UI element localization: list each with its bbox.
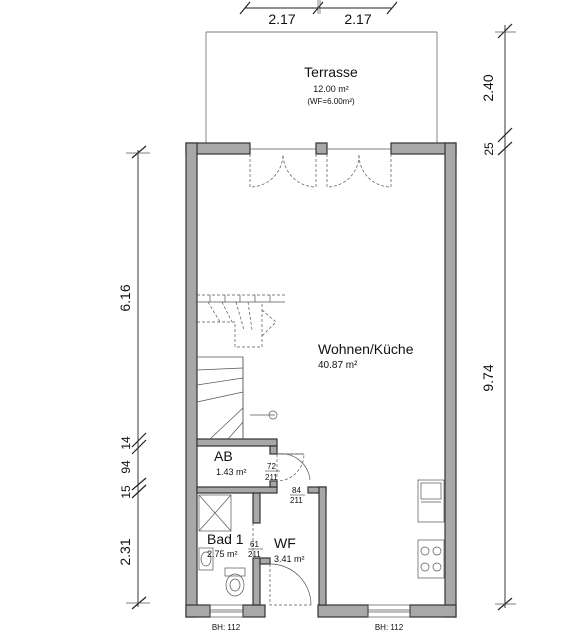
shower	[198, 494, 232, 532]
wf-door-width: 84	[292, 486, 301, 495]
terrace-area: 12.00 m²	[313, 84, 349, 94]
terrace-name: Terrasse	[304, 64, 358, 80]
dim-left-c-label: 94	[119, 460, 133, 474]
washbasin	[198, 547, 214, 571]
stove	[417, 539, 445, 579]
dim-left-lower-label: 2.31	[117, 538, 133, 565]
exterior-walls	[185, 142, 457, 618]
terrace-note: (WF=6.00m²)	[307, 97, 355, 106]
ab-door	[276, 453, 311, 482]
dim-top-right-label: 2.17	[344, 11, 371, 27]
living-name: Wohnen/Küche	[318, 341, 414, 357]
window-right-sill: BH: 112	[375, 623, 404, 632]
patio-door-right	[326, 148, 392, 188]
dim-left-upper-label: 6.16	[117, 284, 133, 311]
dimension-top	[239, 0, 398, 15]
ab-door-height: 211	[265, 473, 278, 482]
dim-right-small-label: 25	[482, 142, 496, 156]
sink	[417, 479, 445, 523]
dim-right-upper-label: 2.40	[480, 74, 496, 101]
ab-area: 1.43 m²	[216, 467, 247, 477]
ab-door-width: 72	[267, 462, 276, 471]
wf-door	[269, 563, 312, 606]
toilet	[224, 567, 246, 597]
interior-walls	[196, 438, 327, 606]
window-left	[209, 604, 244, 618]
window-left-sill: BH: 112	[212, 623, 241, 632]
dim-left-d-label: 15	[119, 485, 133, 499]
bath-door-width: 61	[250, 540, 259, 549]
dimension-left	[126, 145, 150, 610]
dimension-right	[495, 23, 516, 611]
wf-door-height: 211	[290, 496, 303, 505]
wf-area: 3.41 m²	[274, 554, 305, 564]
living-area: 40.87 m²	[318, 360, 358, 371]
bath-door-height: 211	[248, 550, 261, 559]
dim-right-main-label: 9.74	[480, 364, 496, 391]
dim-left-b-label: 14	[119, 436, 133, 450]
patio-door-left	[249, 148, 317, 188]
bath-name: Bad 1	[207, 531, 244, 547]
staircase	[196, 294, 285, 440]
terrace-outline	[205, 31, 438, 144]
wf-name: WF	[274, 535, 296, 551]
bath-area: 2.75 m²	[207, 549, 238, 559]
ab-name: AB	[214, 448, 233, 464]
dim-top-left-label: 2.17	[268, 11, 295, 27]
window-right	[367, 604, 411, 618]
